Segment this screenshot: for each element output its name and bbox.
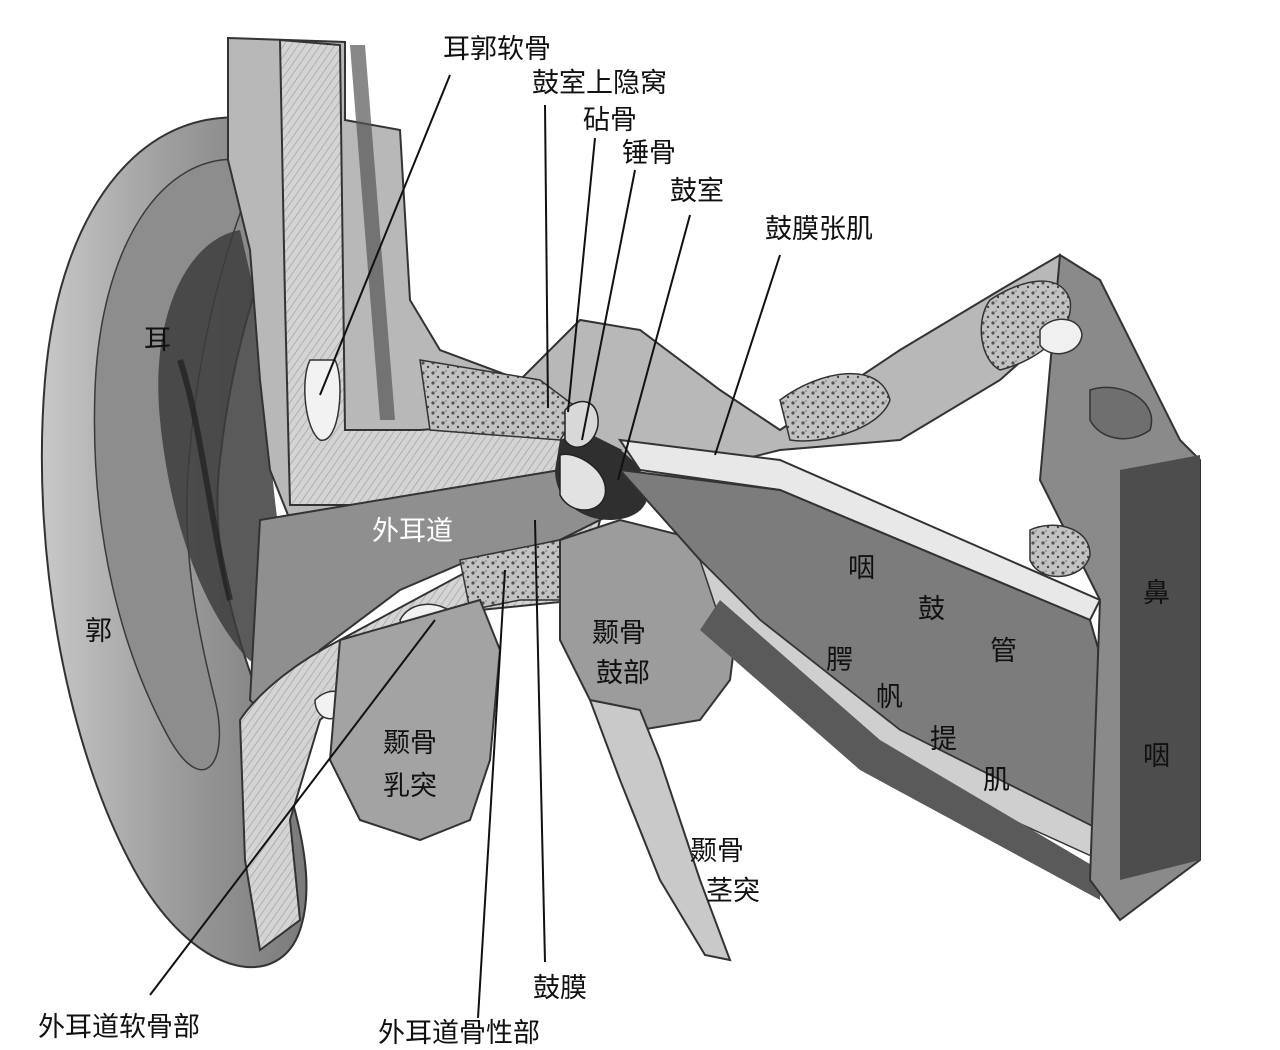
temporal-tympanic-shape [559,518,742,732]
label-tube-guan: 管 [990,636,1017,667]
leader-canal-cartilaginous [149,619,436,996]
label-canal-bony: 外耳道骨性部 [378,1018,540,1049]
leader-tympanic-cavity [617,214,691,481]
label-temporal-tympanic-2: 鼓部 [596,658,650,689]
label-malleus: 锤骨 [622,138,676,169]
label-tensor-tympani: 鼓膜张肌 [765,214,873,245]
label-auricle-guo: 郭 [85,616,112,647]
styloid-process-shape [588,698,732,962]
label-tympanic-cavity: 鼓室 [670,176,724,207]
eustachian-tube-shape [617,438,1132,900]
leader-malleus [581,169,636,441]
label-levator-fan: 帆 [876,682,903,713]
label-temporal-styloid-2: 茎突 [706,876,760,907]
leader-tensor-tympani [714,254,781,456]
label-levator-ji: 肌 [983,765,1010,796]
leader-lines [149,74,781,1019]
label-nasopharynx-yan: 咽 [1143,741,1170,772]
label-tympanic-membrane: 鼓膜 [533,973,587,1004]
leader-canal-bony [477,569,506,1019]
label-tube-gu: 鼓 [918,594,945,625]
label-temporal-styloid-1: 颞骨 [690,836,744,867]
leader-tympanic-membrane [534,519,546,963]
label-auricle-cartilage: 耳郭软骨 [443,34,551,65]
label-auricle-ear: 耳 [144,325,171,356]
leader-incus [567,137,596,413]
label-canal-cartilaginous: 外耳道软骨部 [38,1012,200,1043]
label-incus: 砧骨 [583,105,637,136]
nasopharynx-shape [779,253,1201,922]
leader-auricle-cartilage [319,74,451,396]
label-temporal-mastoid-1: 颞骨 [383,728,437,759]
label-epitympanic-recess: 鼓室上隐窝 [532,68,667,99]
leader-epitympanic-recess [544,104,549,409]
label-temporal-tympanic-1: 颞骨 [592,618,646,649]
mastoid-shape [328,598,502,842]
label-temporal-mastoid-2: 乳突 [383,771,437,802]
label-nasopharynx-bi: 鼻 [1143,578,1170,609]
auricle-shape [40,116,308,969]
label-levator-ti: 提 [930,724,957,755]
label-tube-yan: 咽 [848,553,875,584]
label-external-canal: 外耳道 [372,516,453,547]
label-levator-e: 腭 [826,645,853,676]
